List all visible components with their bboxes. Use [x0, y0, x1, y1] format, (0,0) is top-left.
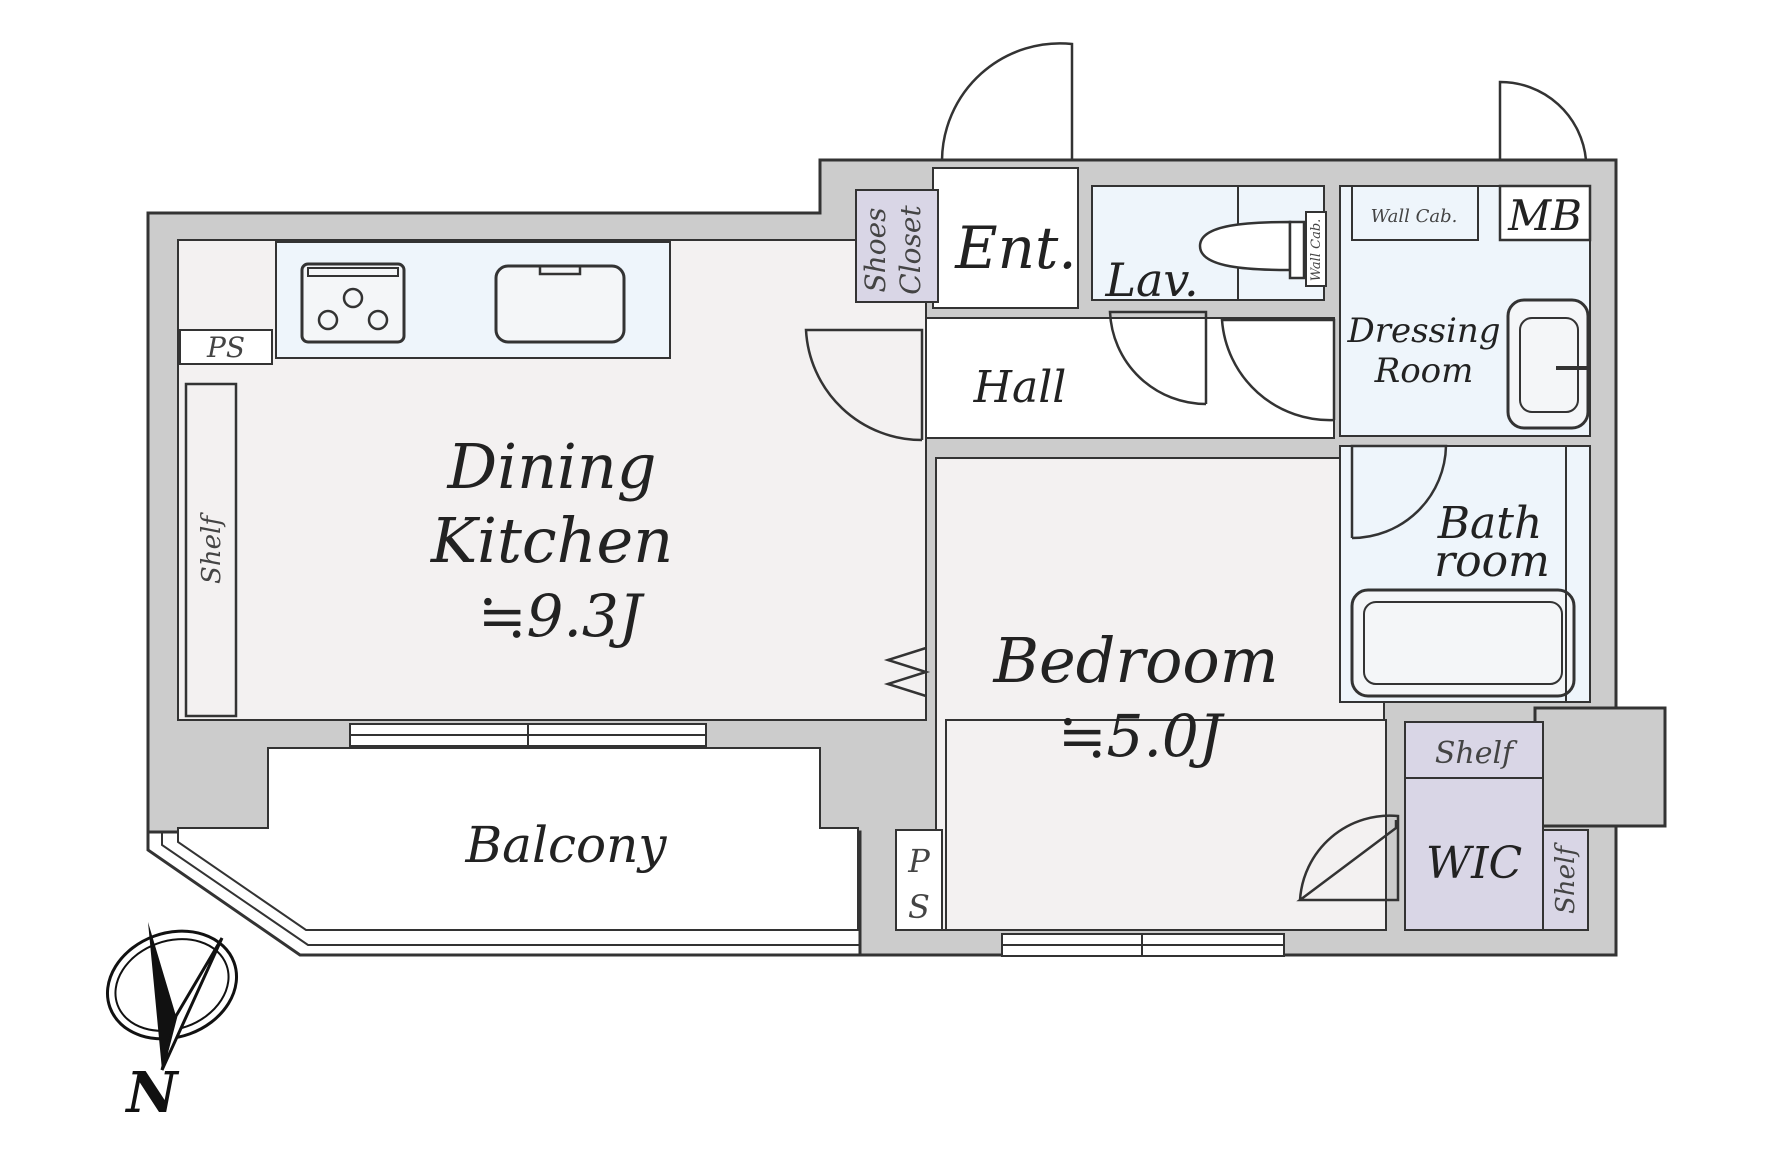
label-entrance: Ent.: [954, 214, 1076, 282]
door-entrance-icon: [940, 42, 1074, 161]
door-mb-icon: [1498, 80, 1588, 161]
label-shoes-line2: Closet: [894, 205, 927, 295]
toilet-icon: [1198, 220, 1292, 272]
floor-entrance: [932, 167, 1079, 309]
door-wic-icon: [1296, 814, 1400, 902]
label-shelf-wic-side: Shelf: [1551, 842, 1581, 914]
ps-kitchen-box: [179, 329, 273, 365]
bathtub-inner-icon: [1363, 601, 1563, 685]
label-dk-area: ≒9.3J: [478, 582, 645, 650]
sink-faucet-icon: [538, 266, 582, 276]
fixtures: [179, 184, 1592, 931]
wall-pilaster-right: [1533, 706, 1667, 828]
label-ps-kitchen: PS: [206, 331, 245, 364]
door-bathroom-icon: [1350, 444, 1448, 540]
label-bath-line1: Bath: [1437, 498, 1543, 549]
compass-ring-inner-icon: [114, 938, 230, 1032]
label-wall-cab-dressing: Wall Cab.: [1371, 206, 1458, 227]
washbasin-icon: [1506, 298, 1590, 430]
shoes-closet-box: [855, 189, 939, 303]
label-wic: WIC: [1426, 838, 1522, 889]
compass-needle-light-icon: [160, 937, 224, 1071]
sink-icon: [494, 264, 626, 344]
floor-hall: [925, 317, 1335, 439]
room-labels: Dining Kitchen ≒9.3J Bedroom ≒5.0J Balco…: [430, 214, 1550, 889]
ps-bedroom-box: [895, 829, 943, 931]
balcony-parapet: [146, 832, 860, 957]
wall-cab-lav-box: [1305, 211, 1327, 287]
compass-ring-outer-icon: [105, 929, 239, 1041]
label-shelf-wic-top: Shelf: [1435, 736, 1518, 771]
label-dressing-line2: Room: [1374, 351, 1474, 391]
label-wall-cab-lav: Wall Cab.: [1309, 219, 1324, 282]
label-hall: Hall: [973, 362, 1067, 413]
burner-icon: [367, 309, 389, 331]
label-balcony: Balcony: [464, 816, 667, 874]
label-shelf-kitchen: Shelf: [197, 512, 227, 584]
label-ps-bedroom-line2: S: [908, 888, 930, 926]
stove-icon: [300, 262, 406, 344]
door-lav-icon: [1108, 310, 1208, 406]
compass-needle-dark-icon: [148, 922, 176, 1070]
door-dressing-icon: [1220, 318, 1336, 422]
label-dk-line1: Dining: [447, 430, 657, 503]
label-dressing-line1: Dressing: [1346, 311, 1500, 351]
label-ps-bedroom-line1: P: [907, 842, 930, 880]
washbasin-bowl-icon: [1519, 317, 1579, 413]
wall-cab-dressing-box: [1351, 185, 1479, 241]
bathtub-icon: [1350, 588, 1576, 698]
label-bedroom: Bedroom: [992, 624, 1278, 697]
fixture-labels: PS Shelf Shoes Closet Wall Cab. Wall Cab…: [197, 191, 1582, 926]
floor-bedroom-ext: [945, 719, 1387, 931]
north-arrow-icon: N: [105, 922, 239, 1126]
floor-wic: [1404, 777, 1544, 931]
shelf-kitchen-box: [184, 382, 238, 718]
label-dk-line2: Kitchen: [430, 504, 673, 577]
label-shoes-line1: Shoes: [859, 207, 892, 292]
door-dk-icon: [804, 328, 924, 442]
label-bedroom-area: ≒5.0J: [1058, 702, 1225, 770]
balcony-parapet-inner: [161, 832, 860, 946]
doors: [804, 42, 1588, 902]
compass-letter: N: [124, 1060, 179, 1126]
label-lavatory: Lav.: [1104, 253, 1198, 307]
burner-icon: [342, 287, 364, 309]
shelf-wic-side-box: [1542, 829, 1589, 931]
burner-icon: [317, 309, 339, 331]
shelf-wic-top-box: [1404, 721, 1544, 779]
windows: [349, 723, 1285, 957]
stove-grill-icon: [307, 267, 399, 277]
mb-box: [1498, 184, 1592, 242]
floor-balcony: [177, 747, 859, 931]
label-bath-line2: room: [1434, 536, 1550, 587]
toilet-tank-icon: [1288, 220, 1306, 280]
label-mb: MB: [1507, 191, 1582, 240]
folding-door-icon: [883, 646, 931, 698]
